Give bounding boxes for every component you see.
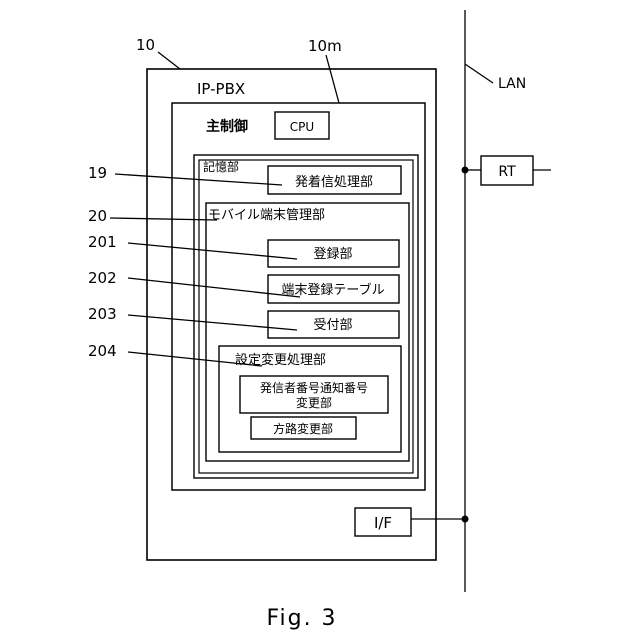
storage-label: 記憶部 [203, 159, 239, 174]
ref-10: 10 [136, 36, 155, 54]
lan-label: LAN [498, 76, 526, 92]
ref-202: 202 [88, 269, 117, 287]
cpu-label: CPU [290, 120, 314, 134]
caller-id-change-label-line2: 変更部 [296, 395, 332, 410]
ref-19: 19 [88, 164, 107, 182]
lan-leader-line [465, 64, 493, 83]
figure-caption: Fig. 3 [266, 606, 337, 631]
router-label: RT [498, 164, 516, 180]
router-junction-dot [462, 167, 469, 174]
interface-junction-dot [462, 516, 469, 523]
interface-label: I/F [374, 514, 392, 532]
ref-201: 201 [88, 233, 117, 251]
call-processing-label: 発着信処理部 [295, 174, 373, 190]
mobile-terminal-mgmt-label: モバイル端末管理部 [208, 208, 325, 223]
ip-pbx-label: IP-PBX [197, 80, 245, 98]
ref-10m: 10m [308, 37, 342, 55]
reception-label: 受付部 [313, 318, 352, 333]
ref-204: 204 [88, 342, 117, 360]
registration-label: 登録部 [313, 247, 352, 262]
route-change-label: 方路変更部 [273, 421, 333, 436]
ref-10-leader [158, 52, 180, 69]
setting-change-label: 設定変更処理部 [235, 352, 326, 368]
main-control-label: 主制御 [206, 118, 248, 135]
ref-203: 203 [88, 305, 117, 323]
caller-id-change-label-line1: 発信者番号通知番号 [260, 381, 368, 395]
terminal-reg-table-label: 端末登録テーブル [281, 282, 384, 298]
ref-20: 20 [88, 207, 107, 225]
